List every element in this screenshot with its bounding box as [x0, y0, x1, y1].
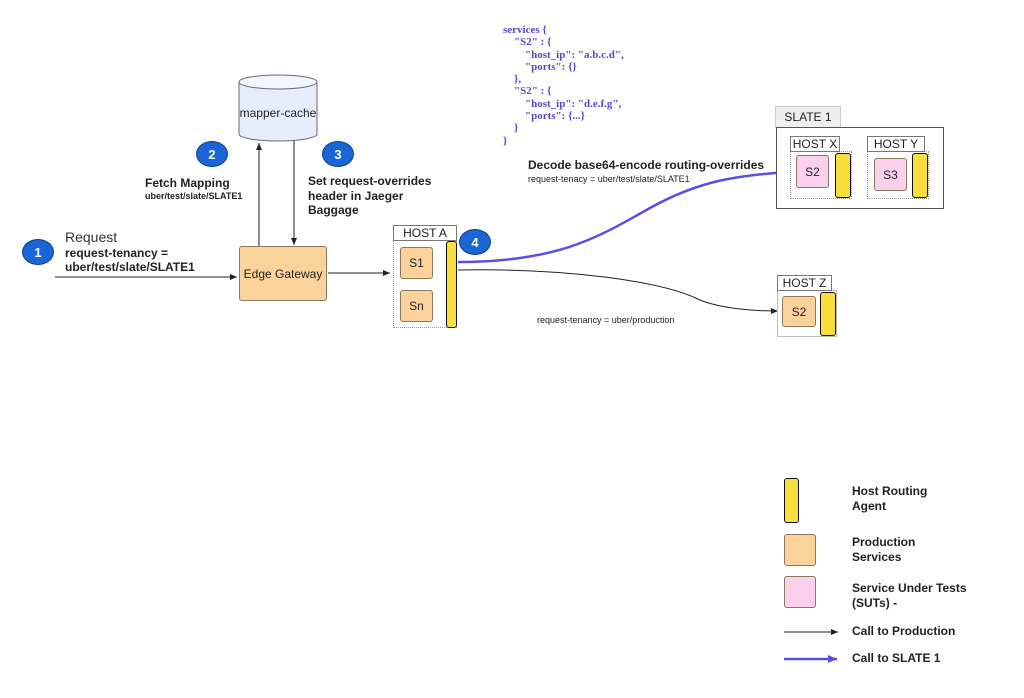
slate-route-arrow	[457, 168, 791, 264]
host-x-label: HOST X	[790, 136, 840, 152]
legend-agent-swatch	[784, 478, 799, 523]
step-3-badge: 3	[322, 141, 354, 167]
fetch-mapping-detail: uber/test/slate/SLATE1	[145, 191, 243, 201]
host-a-service-sn: Sn	[400, 290, 433, 322]
production-route-tenancy: request-tenancy = uber/production	[537, 315, 675, 325]
step-4-badge: 4	[459, 229, 491, 255]
step-1-badge: 1	[22, 239, 54, 265]
legend-agent-label: Host Routing Agent	[852, 484, 928, 513]
edge-gateway: Edge Gateway	[239, 246, 327, 301]
routing-overrides-code: services { "S2" : { "host_ip": "a.b.c.d"…	[503, 24, 624, 147]
production-route-arrow	[457, 269, 779, 314]
host-z-service-s2: S2	[782, 296, 816, 327]
step-2-badge: 2	[196, 141, 228, 167]
fetch-mapping-title: Fetch Mapping	[145, 176, 230, 190]
legend-arrows	[784, 629, 838, 663]
request-title: Request	[65, 229, 118, 245]
host-a-routing-agent	[446, 241, 457, 328]
host-z-routing-agent	[820, 292, 836, 336]
slate-route-title: Decode base64-encode routing-overrides	[528, 158, 765, 172]
slate-1-label: SLATE 1	[775, 106, 841, 128]
request-tenancy-text: request-tenancy = uber/test/slate/SLATE1	[65, 246, 195, 274]
host-y-label: HOST Y	[867, 136, 925, 152]
legend-call-production-label: Call to Production	[852, 624, 956, 638]
host-a-service-s1: S1	[400, 247, 433, 279]
host-x-service-s2: S2	[796, 155, 829, 188]
host-a-label: HOST A	[393, 225, 457, 241]
legend-sut-label: Service Under Tests (SUTs) -	[852, 581, 967, 610]
legend-sut-swatch	[784, 576, 816, 608]
host-z-label: HOST Z	[777, 275, 832, 291]
cylinder-icon	[238, 74, 318, 142]
legend-call-slate-label: Call to SLATE 1	[852, 651, 941, 665]
legend-production-label: Production Services	[852, 535, 916, 564]
set-overrides-text: Set request-overrides header in Jaeger B…	[308, 174, 432, 217]
host-y-service-s3: S3	[874, 158, 907, 191]
mapper-cache-label: mapper-cache	[239, 106, 317, 120]
legend-production-swatch	[784, 534, 816, 566]
host-y-routing-agent	[912, 153, 928, 198]
slate-route-tenancy: request-tenacy = uber/test/slate/SLATE1	[528, 174, 690, 184]
mapper-cache-database: mapper-cache	[238, 74, 318, 142]
host-x-routing-agent	[835, 153, 851, 198]
